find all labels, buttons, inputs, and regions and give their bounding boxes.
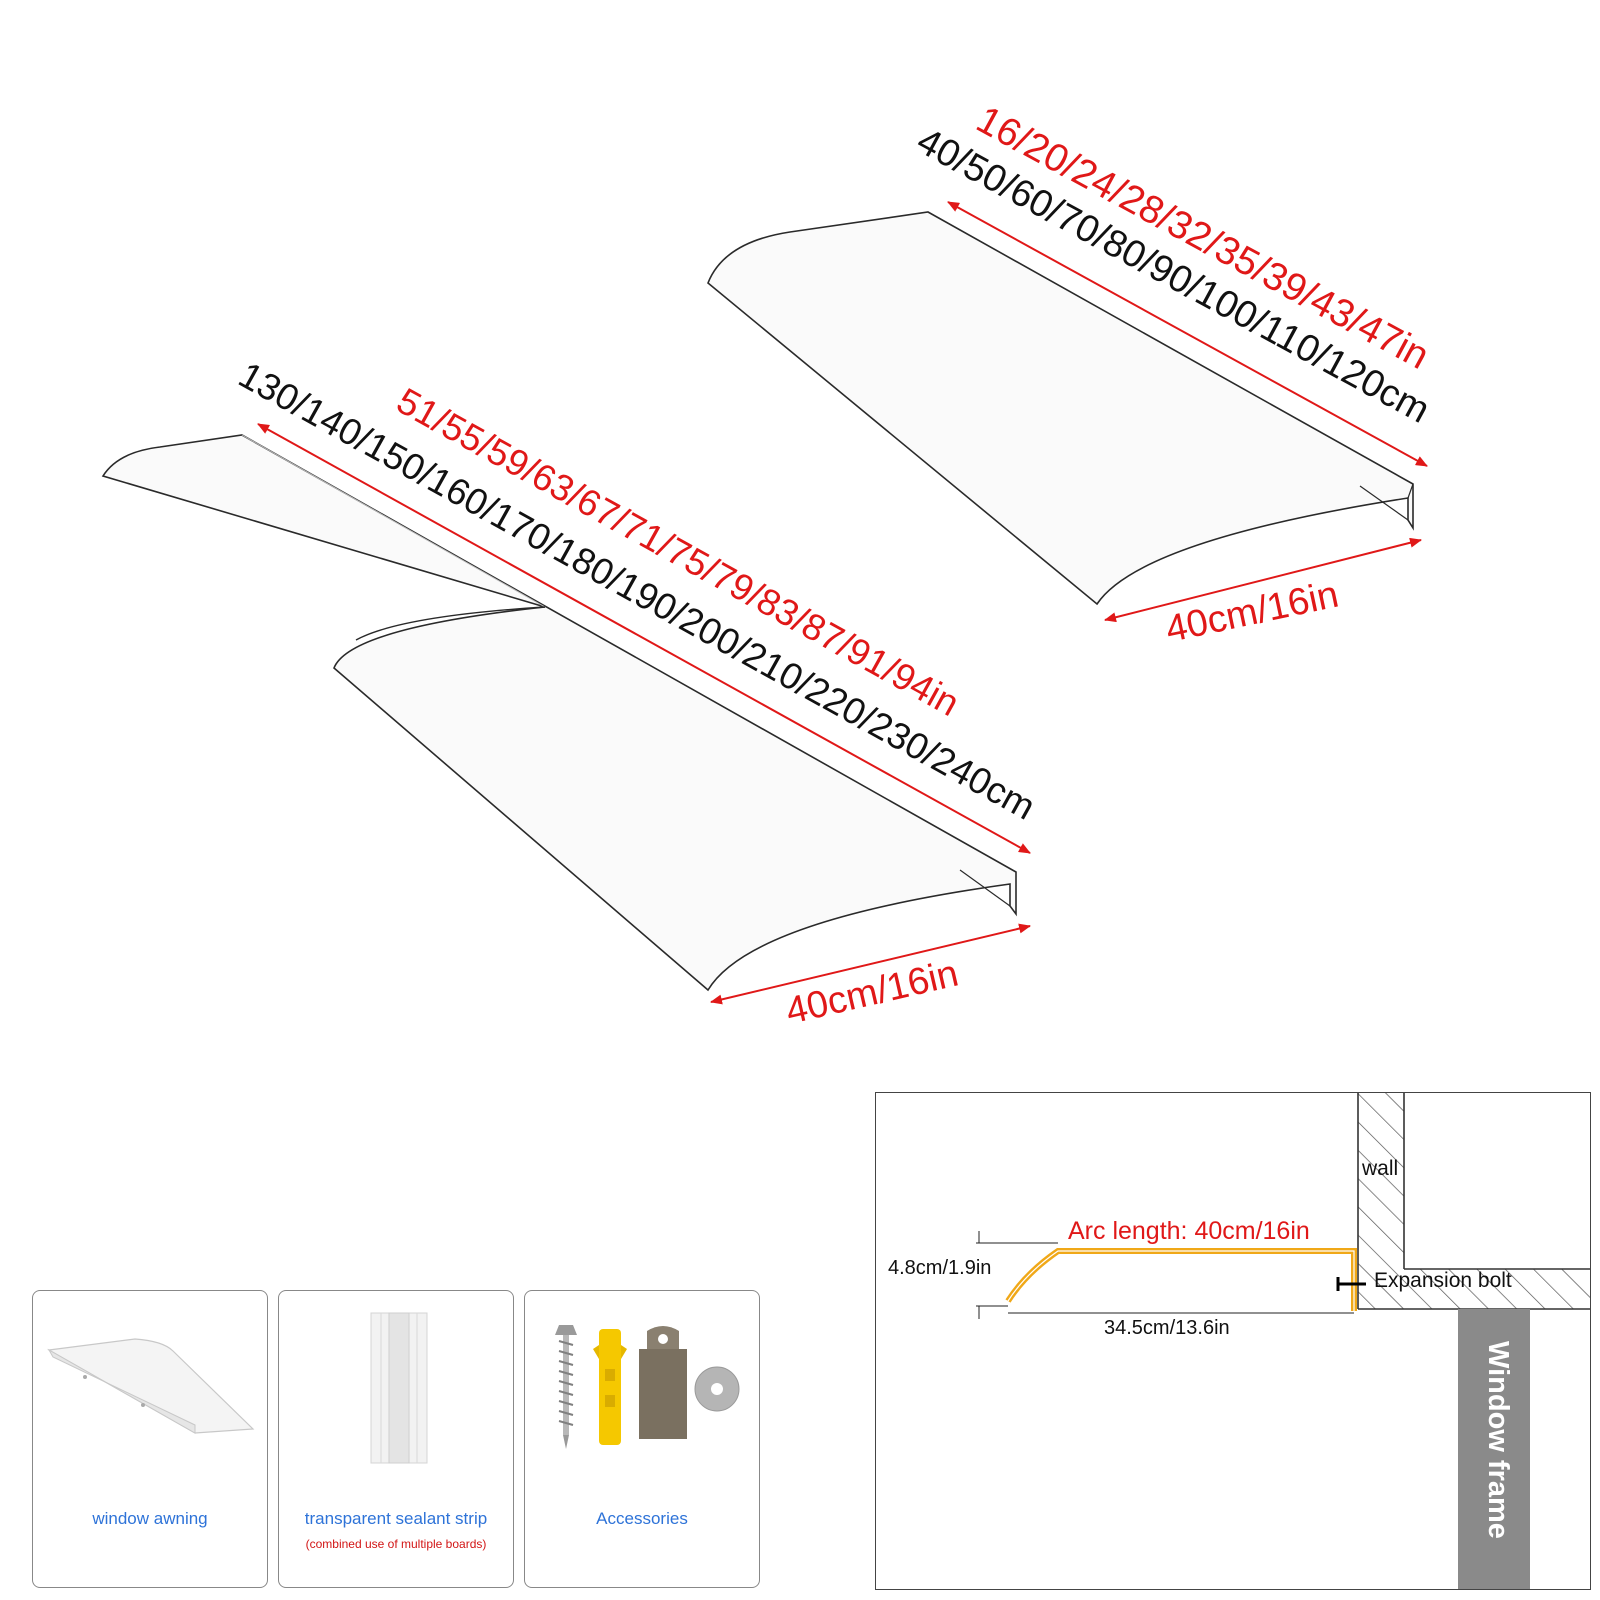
card-note: (combined use of multiple boards): [305, 1537, 487, 1551]
card-label: transparent sealant strip: [304, 1509, 488, 1528]
length-arrow-short: [947, 201, 1428, 467]
screw-icon: [555, 1325, 577, 1449]
height-label: 4.8cm/1.9in: [888, 1257, 992, 1279]
profile-drawing: [976, 1093, 1590, 1589]
awning-short: [707, 201, 1428, 623]
wall-label: wall: [1362, 1157, 1399, 1180]
sealant-strip-icon: [370, 1312, 428, 1464]
depth-arrow-long: [710, 923, 1031, 1005]
bracket-icon: [639, 1326, 687, 1439]
awning-illustrations: [101, 201, 1428, 1005]
arc-length-label: Arc length: 40cm/16in: [1068, 1217, 1310, 1245]
depth-label: 34.5cm/13.6in: [1104, 1317, 1230, 1339]
washer-icon: [694, 1366, 740, 1412]
depth-arrow-short: [1104, 537, 1422, 623]
wall-anchor-icon: [593, 1329, 627, 1445]
card-sealant-strip: transparent sealant strip (combined use …: [278, 1290, 514, 1588]
card-label: window awning: [92, 1509, 208, 1528]
awning-long: [101, 423, 1031, 1005]
screw-anchor-bracket-washer-icon: [555, 1325, 740, 1449]
card-label: Accessories: [596, 1509, 688, 1528]
awning-icon: [47, 1338, 255, 1434]
card-window-awning: window awning: [32, 1290, 268, 1588]
profile-diagram: wall Arc length: 40cm/16in 4.8cm/1.9in E…: [875, 1092, 1591, 1590]
window-frame-label: Window frame: [1482, 1341, 1514, 1539]
length-arrow-long: [257, 423, 1031, 854]
card-accessories: Accessories: [524, 1290, 760, 1588]
bolt-label: Expansion bolt: [1374, 1269, 1512, 1292]
window-frame: [1458, 1309, 1530, 1589]
